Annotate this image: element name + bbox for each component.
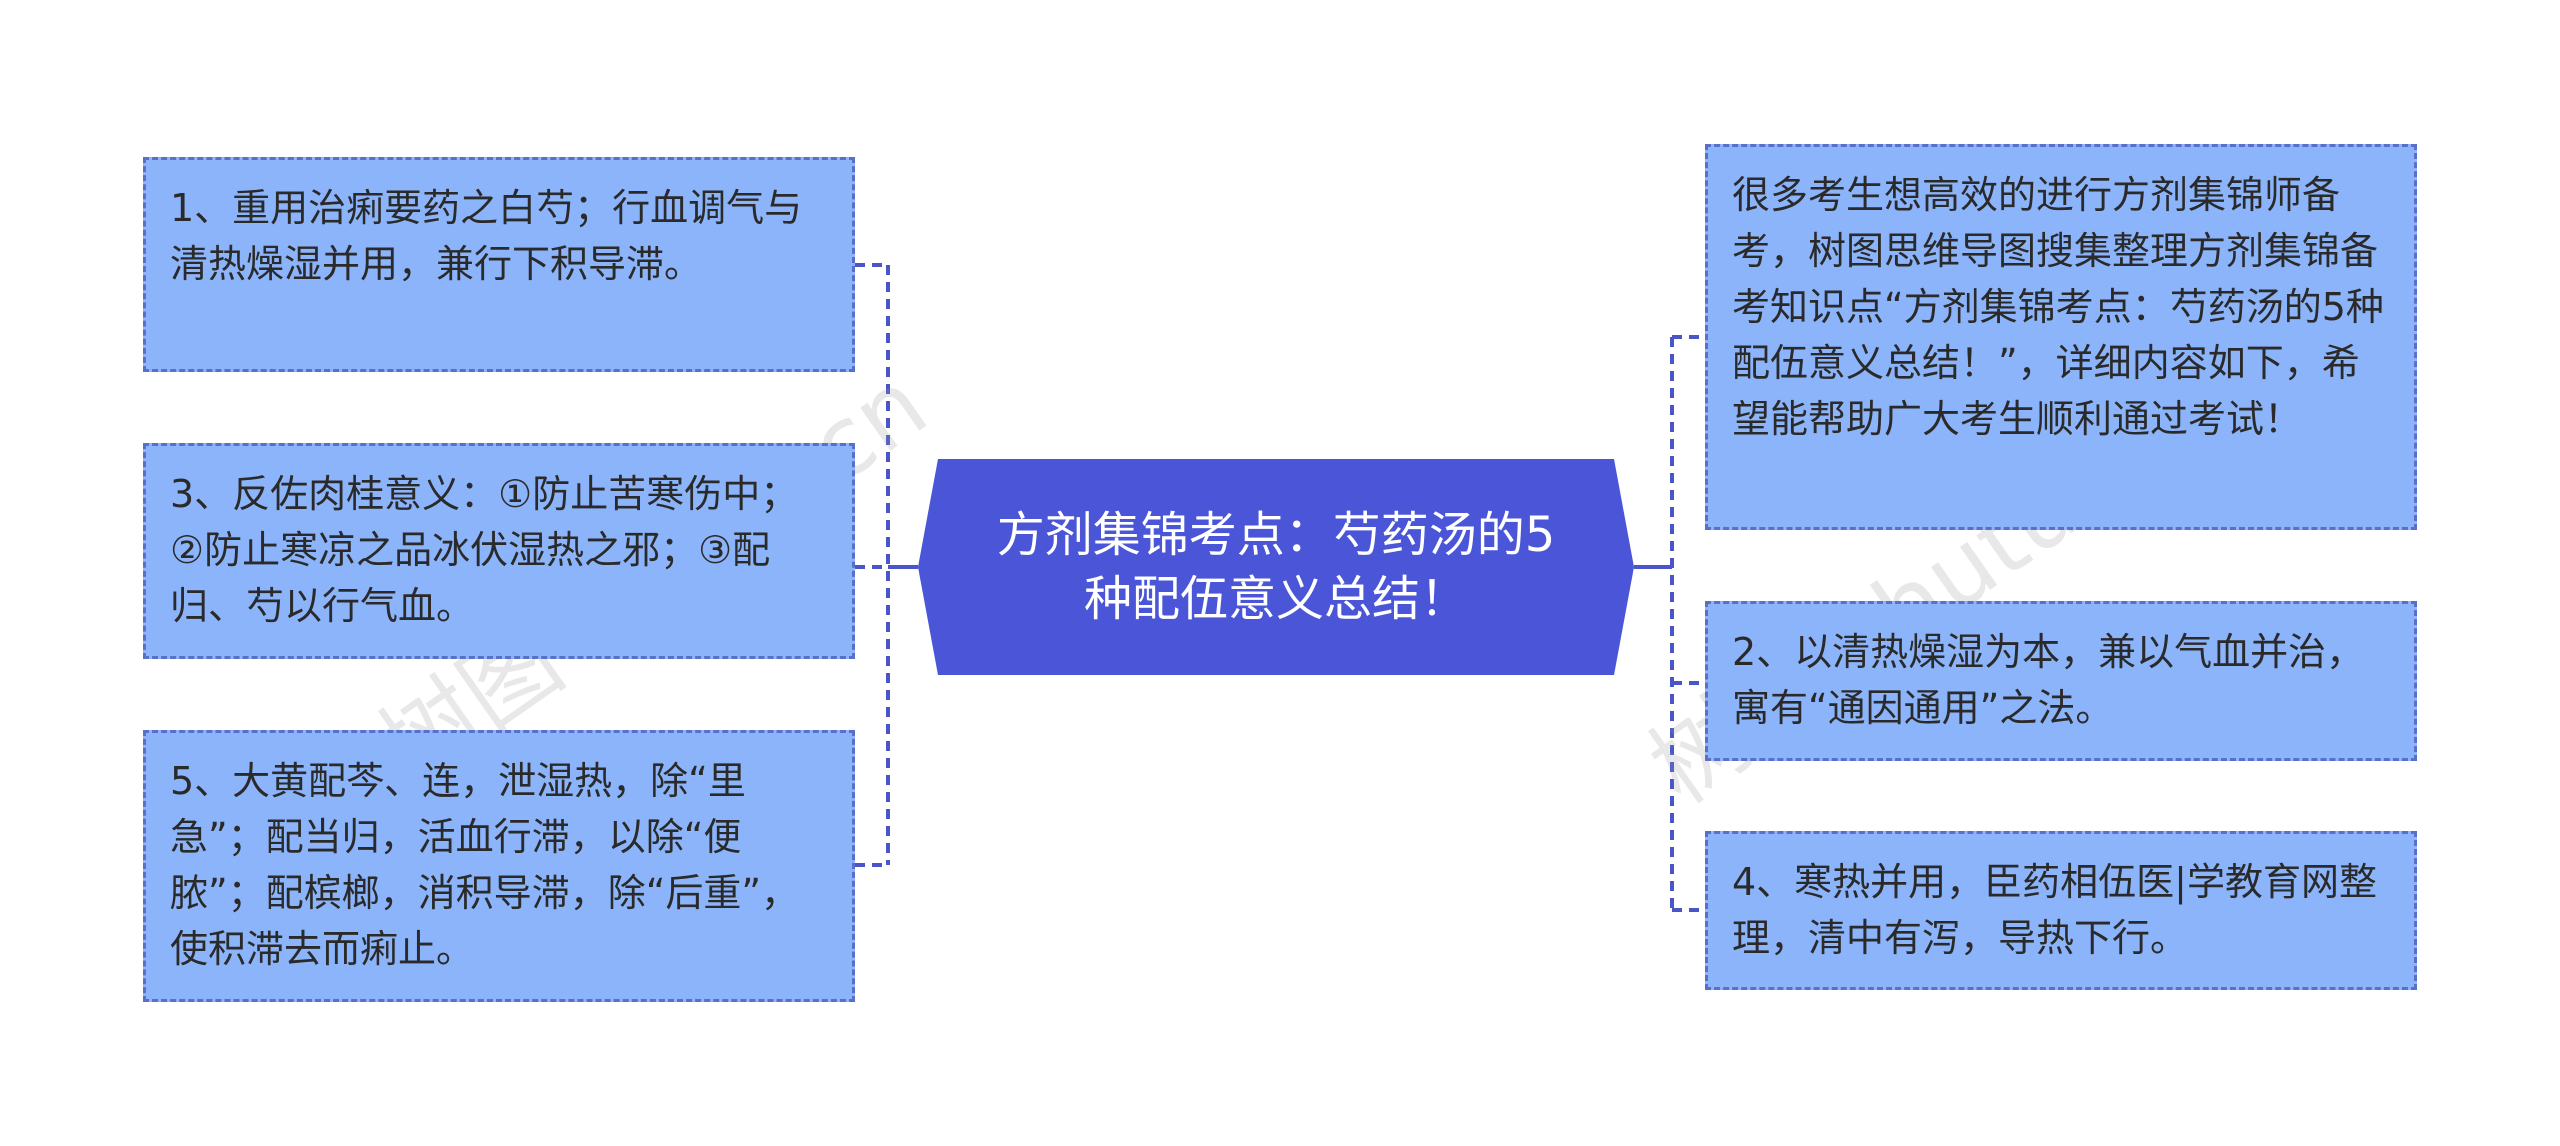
topic-text: 2、以清热燥湿为本，兼以气血并治，寓有“通因通用”之法。	[1732, 630, 2365, 730]
topic-node-intro[interactable]: 很多考生想高效的进行方剂集锦师备考，树图思维导图搜集整理方剂集锦备考知识点“方剂…	[1705, 144, 2417, 530]
central-topic-label: 方剂集锦考点：芍药汤的5种配伍意义总结！	[996, 507, 1556, 627]
topic-text: 5、大黄配芩、连，泄湿热，除“里急”；配当归，活血行滞，以除“便脓”；配槟榔，消…	[170, 759, 800, 971]
topic-text: 1、重用治痢要药之白芍；行血调气与清热燥湿并用，兼行下积导滞。	[170, 186, 803, 286]
topic-text: 3、反佐肉桂意义：①防止苦寒伤中；②防止寒凉之品冰伏湿热之邪；③配归、芍以行气血…	[170, 472, 799, 628]
central-topic-shape	[918, 459, 1634, 675]
topic-node-3[interactable]: 3、反佐肉桂意义：①防止苦寒伤中；②防止寒凉之品冰伏湿热之邪；③配归、芍以行气血…	[143, 443, 855, 659]
topic-node-1[interactable]: 1、重用治痢要药之白芍；行血调气与清热燥湿并用，兼行下积导滞。	[143, 157, 855, 372]
topic-node-5[interactable]: 5、大黄配芩、连，泄湿热，除“里急”；配当归，活血行滞，以除“便脓”；配槟榔，消…	[143, 730, 855, 1002]
topic-text: 很多考生想高效的进行方剂集锦师备考，树图思维导图搜集整理方剂集锦备考知识点“方剂…	[1732, 173, 2384, 441]
topic-node-2[interactable]: 2、以清热燥湿为本，兼以气血并治，寓有“通因通用”之法。	[1705, 601, 2417, 761]
topic-text: 4、寒热并用，臣药相伍医|学教育网整理，清中有泻，导热下行。	[1732, 860, 2377, 960]
topic-node-4[interactable]: 4、寒热并用，臣药相伍医|学教育网整理，清中有泻，导热下行。	[1705, 831, 2417, 990]
central-topic[interactable]: 方剂集锦考点：芍药汤的5种配伍意义总结！	[918, 459, 1634, 675]
